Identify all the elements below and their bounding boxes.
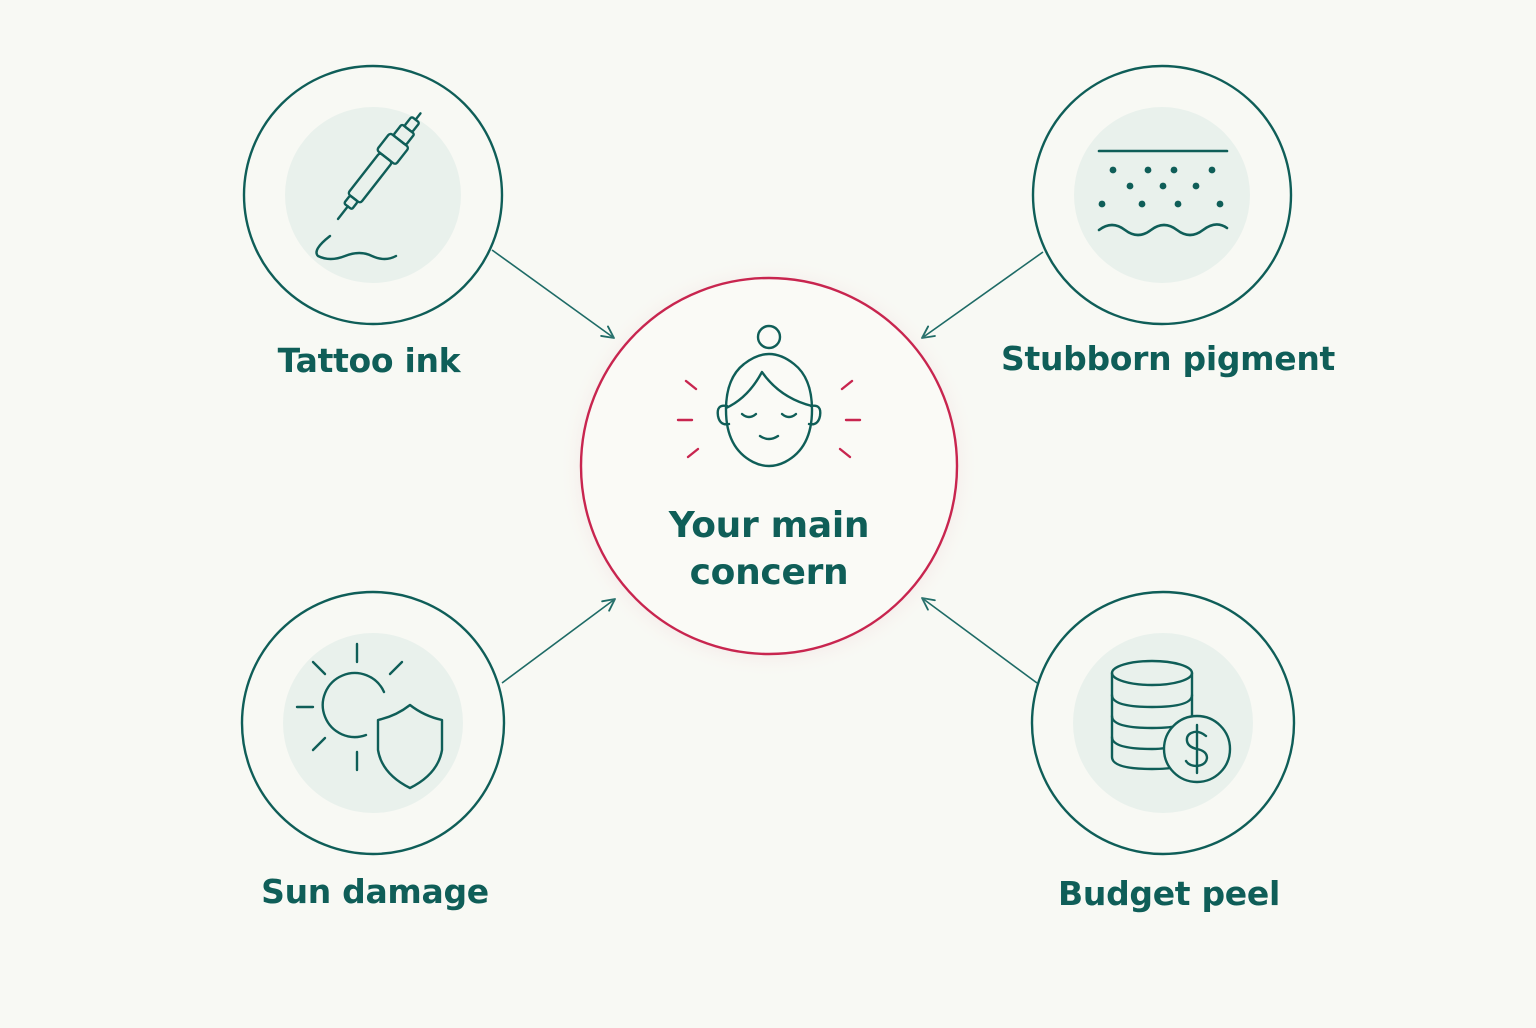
- budget-label: Budget peel: [1058, 874, 1280, 913]
- connector-arrows: [491, 249, 1044, 684]
- center-node: [559, 258, 979, 678]
- arrow-budget-to-center: [921, 597, 1038, 684]
- sun-shield-icon: [295, 642, 444, 790]
- pigment-label: Stubborn pigment: [1001, 339, 1335, 378]
- face-icon: [716, 324, 822, 468]
- pigment-dots-icon: [1097, 149, 1229, 237]
- sun-label: Sun damage: [261, 872, 489, 911]
- tattoo-node[interactable]: [242, 64, 504, 326]
- center-label-line2: concern: [689, 552, 849, 593]
- center-label-line1: Your main: [668, 505, 870, 546]
- arrow-sun-to-center: [501, 598, 616, 684]
- arrow-pigment-to-center: [921, 251, 1044, 339]
- center-label: Your main concern: [619, 502, 919, 596]
- pigment-node[interactable]: [1031, 64, 1293, 326]
- coins-dollar-icon: [1110, 659, 1232, 784]
- tattoo-label: Tattoo ink: [277, 341, 461, 380]
- arrow-tattoo-to-center: [491, 249, 615, 339]
- sun-node[interactable]: [240, 590, 506, 856]
- concern-rays: [676, 379, 862, 459]
- budget-node[interactable]: [1030, 590, 1296, 856]
- tattoo-ink-line: [315, 234, 398, 261]
- tattoo-machine-icon: [336, 112, 422, 221]
